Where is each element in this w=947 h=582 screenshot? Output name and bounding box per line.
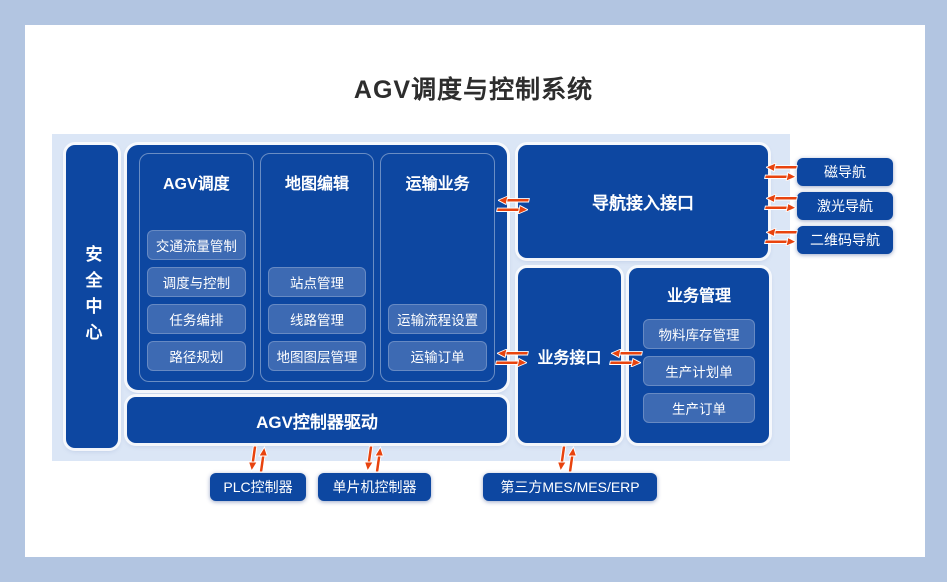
nav-type-magnetic: 磁导航 — [797, 158, 893, 186]
spacer — [147, 194, 246, 223]
exchange-arrow-horizontal-icon — [763, 228, 799, 246]
column-title: AGV调度 — [162, 176, 230, 193]
nav-type-laser: 激光导航 — [797, 192, 893, 220]
exchange-arrow-vertical-icon — [556, 446, 578, 472]
scheduling-container: AGV调度 交通流量管制 调度与控制 任务编排 路径规划 地图编辑 站点管理 线… — [127, 145, 507, 390]
feature-item: 生产计划单 — [643, 356, 755, 386]
exchange-arrow-vertical-icon — [247, 446, 269, 472]
safety-center-block: 安全中心 — [66, 145, 118, 448]
spacer — [268, 194, 367, 260]
third-party-mes-erp-box: 第三方MES/MES/ERP — [483, 473, 657, 501]
nav-access-interface-block: 导航接入接口 — [518, 145, 768, 258]
nav-type-qrcode: 二维码导航 — [797, 226, 893, 254]
feature-item: 站点管理 — [267, 267, 367, 297]
feature-item: 生产订单 — [643, 393, 755, 423]
feature-item: 路径规划 — [147, 341, 246, 371]
feature-item: 运输流程设置 — [388, 304, 488, 334]
driver-bar-label: AGV控制器驱动 — [256, 412, 378, 432]
page-title: AGV调度与控制系统 — [353, 76, 594, 104]
column-agv-scheduling: AGV调度 交通流量管制 调度与控制 任务编排 路径规划 — [139, 153, 254, 382]
business-interface-label: 业务接口 — [537, 349, 602, 367]
feature-item: 运输订单 — [388, 341, 488, 371]
mcu-controller-box: 单片机控制器 — [318, 473, 431, 501]
feature-item: 物料库存管理 — [643, 319, 755, 349]
feature-item: 地图图层管理 — [267, 341, 367, 371]
exchange-arrow-vertical-icon — [363, 446, 385, 472]
column-title: 运输业务 — [405, 176, 470, 193]
exchange-arrow-horizontal-icon — [763, 194, 799, 212]
exchange-arrow-horizontal-icon — [763, 163, 799, 181]
business-management-block: 业务管理 物料库存管理 生产计划单 生产订单 — [629, 268, 769, 443]
feature-item: 交通流量管制 — [147, 230, 246, 260]
exchange-arrow-horizontal-icon — [494, 349, 530, 367]
column-map-editing: 地图编辑 站点管理 线路管理 地图图层管理 — [259, 153, 375, 382]
feature-item: 线路管理 — [267, 304, 367, 334]
exchange-arrow-horizontal-icon — [495, 196, 531, 214]
column-transport-business: 运输业务 运输流程设置 运输订单 — [380, 153, 496, 382]
agv-controller-driver-block: AGV控制器驱动 — [127, 397, 507, 443]
exchange-arrow-horizontal-icon — [608, 349, 644, 367]
feature-item: 调度与控制 — [147, 267, 246, 297]
spacer — [388, 194, 487, 297]
nav-interface-label: 导航接入接口 — [592, 194, 694, 213]
plc-controller-box: PLC控制器 — [210, 473, 306, 501]
feature-item: 任务编排 — [147, 304, 246, 334]
business-interface-block: 业务接口 — [518, 268, 621, 443]
safety-center-label: 安全中心 — [82, 244, 102, 349]
business-management-title: 业务管理 — [666, 288, 731, 305]
column-title: 地图编辑 — [285, 176, 350, 193]
